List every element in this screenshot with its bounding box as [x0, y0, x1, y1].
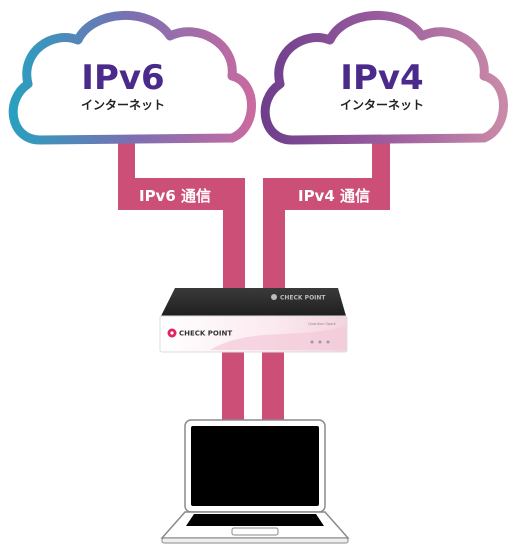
router-top-logo-icon [271, 294, 277, 300]
router-led-2 [318, 340, 322, 344]
lower-pipe-left [222, 345, 244, 425]
ipv6-cloud-title: IPv6 [81, 58, 164, 98]
ipv4-pipe [263, 140, 390, 300]
ipv6-cloud-subtitle: インターネット [81, 98, 165, 112]
router-front-brand: CHECK POINT [179, 330, 232, 338]
connection-pipes [118, 140, 390, 425]
laptop-keyboard [186, 514, 324, 526]
ipv4-cloud-subtitle: インターネット [340, 98, 424, 112]
router-top [161, 288, 346, 316]
laptop-screen [191, 426, 319, 506]
ipv6-pipe [118, 140, 245, 300]
router-led-3 [326, 340, 330, 344]
router-top-brand: CHECK POINT [280, 295, 326, 302]
ipv6-cloud: IPv6 インターネット [8, 11, 256, 145]
lower-pipe-right [262, 345, 284, 425]
ipv4-cloud: IPv4 インターネット [260, 11, 508, 145]
ipv6-pipe-label: IPv6 通信 [139, 187, 211, 205]
ipv4-pipe-label: IPv4 通信 [298, 187, 370, 205]
laptop-trackpad [231, 527, 279, 536]
router-model-text: Quantum Spark [308, 322, 336, 326]
router-led-1 [310, 340, 314, 344]
laptop [160, 419, 350, 544]
ipv4-cloud-title: IPv4 [340, 58, 423, 98]
security-gateway: CHECK POINT CHECK POINT Quantum Spark [159, 288, 348, 353]
